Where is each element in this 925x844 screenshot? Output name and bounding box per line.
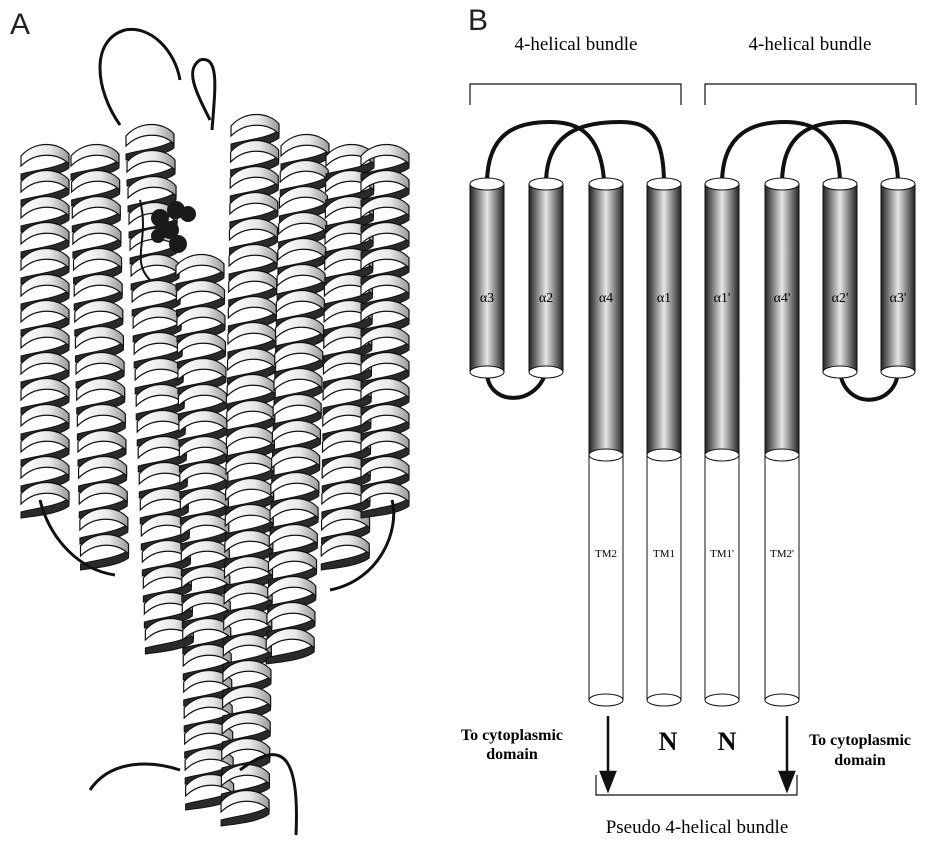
n-terminus-right: N <box>718 727 737 756</box>
helix-label-1: α3 <box>480 291 494 306</box>
right-bundle-label: 4-helical bundle <box>749 34 872 55</box>
helix-cylinder-7: α2' <box>823 178 857 378</box>
right-cyto-label-line1: To cytoplasmic <box>809 732 911 749</box>
left-bracket <box>470 84 681 105</box>
arrow-left-head <box>601 772 615 790</box>
tm-label-6: TM2' <box>770 548 794 560</box>
left-cyto-label-line1: To cytoplasmic <box>461 727 563 744</box>
helix-cylinder-3: TM2 α4 <box>589 178 623 706</box>
helix-label-6: α4' <box>774 291 791 306</box>
bottom-bracket <box>596 775 797 795</box>
helix-label-8: α3' <box>890 291 907 306</box>
helix-label-4: α1 <box>657 291 671 306</box>
n-terminus-left: N <box>659 727 678 756</box>
helix-cylinder-5: TM1' α1' <box>705 178 739 706</box>
helix-cylinder-8: α3' <box>881 178 915 378</box>
helix-label-5: α1' <box>714 291 731 306</box>
arrow-right-head <box>780 772 794 790</box>
left-cyto-label-line2: domain <box>486 746 538 763</box>
tm-label-4: TM1 <box>653 548 675 560</box>
tm-label-3: TM2 <box>595 548 617 560</box>
helix-label-7: α2' <box>832 291 849 306</box>
helix-label-2: α2 <box>539 291 553 306</box>
right-bracket <box>705 84 916 105</box>
helix-cylinder-1: α3 <box>470 178 504 378</box>
pseudo-bundle-label: Pseudo 4-helical bundle <box>606 817 789 838</box>
helix-cylinder-4: TM1 α1 <box>647 178 681 706</box>
helix-cylinder-2: α2 <box>529 178 563 378</box>
helix-cylinder-6: TM2' α4' <box>765 178 799 706</box>
tm-label-5: TM1' <box>710 548 734 560</box>
right-cyto-label-line2: domain <box>834 752 886 769</box>
helix-label-3: α4 <box>599 291 613 306</box>
left-bundle-label: 4-helical bundle <box>515 34 638 55</box>
